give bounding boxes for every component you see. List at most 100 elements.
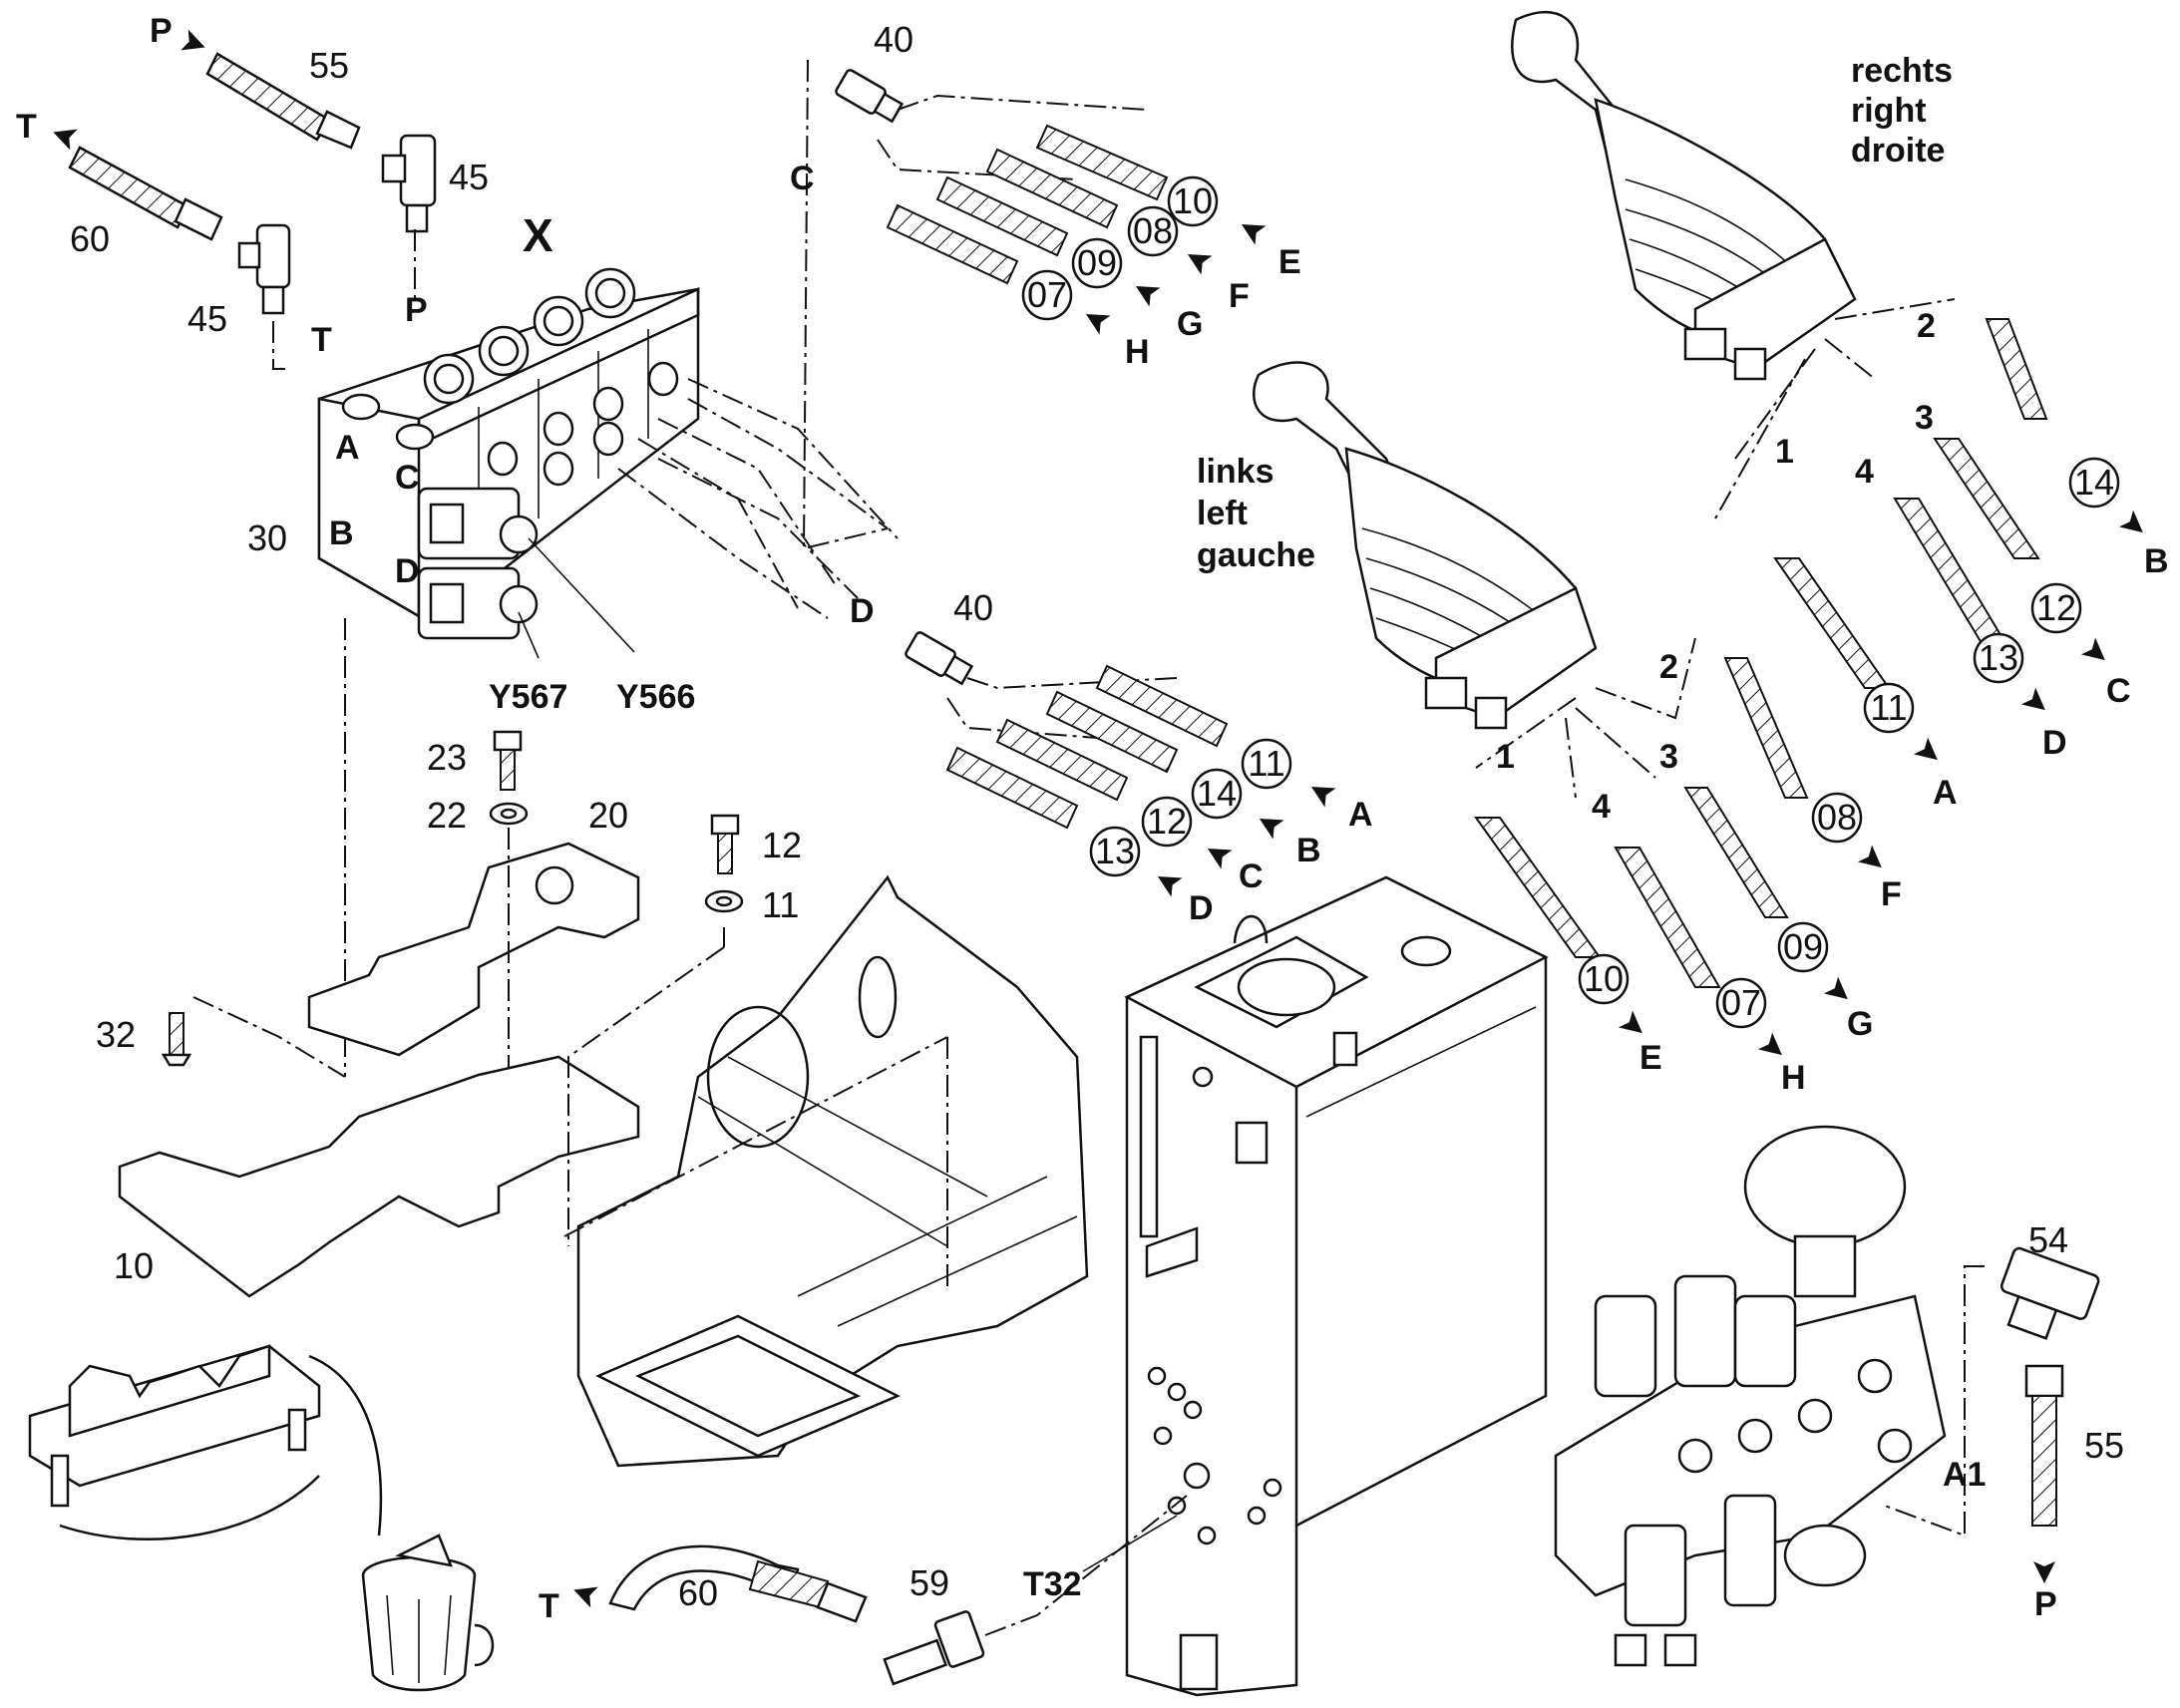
fitting-59 xyxy=(883,1610,985,1686)
label-45-b: 45 xyxy=(187,298,227,339)
label-P-top: P xyxy=(150,12,173,50)
label-11: 11 xyxy=(762,884,799,925)
svg-text:H: H xyxy=(1125,333,1150,371)
arrow-icon xyxy=(1913,737,1945,769)
label-T-top: T xyxy=(16,108,37,146)
svg-text:14: 14 xyxy=(2074,462,2114,503)
circled-number-icon xyxy=(1811,792,1863,844)
svg-text:13: 13 xyxy=(1979,637,2018,678)
arrow-icon xyxy=(1305,777,1336,808)
svg-text:E: E xyxy=(1639,1039,1662,1077)
label-D-port: D xyxy=(395,552,420,590)
circled-number-icon xyxy=(1777,921,1829,973)
svg-text:12: 12 xyxy=(1147,801,1187,842)
svg-text:07: 07 xyxy=(1027,274,1067,315)
svg-text:11: 11 xyxy=(1248,743,1284,784)
label-10: 10 xyxy=(114,1245,154,1286)
label-T-valve: T xyxy=(311,321,332,359)
svg-text:D: D xyxy=(1189,889,1214,927)
svg-text:right: right xyxy=(1851,92,1927,130)
label-C-line: C xyxy=(790,160,815,197)
svg-text:11: 11 xyxy=(1870,687,1907,728)
hydraulic-tank: T32 xyxy=(1023,875,1549,1697)
svg-text:rechts: rechts xyxy=(1851,52,1953,90)
circled-number-icon xyxy=(1863,682,1915,734)
label-T32: T32 xyxy=(1023,1565,1082,1603)
label-54: 54 xyxy=(2028,1219,2068,1260)
label-A1: A1 xyxy=(1943,1456,1986,1494)
arrow-icon xyxy=(1152,866,1183,897)
svg-text:C: C xyxy=(2106,672,2131,710)
label-D-line: D xyxy=(850,592,875,630)
label-45-a: 45 xyxy=(449,157,489,197)
arrow-icon xyxy=(1618,1010,1649,1042)
svg-text:2: 2 xyxy=(1659,648,1678,686)
circled-number-icon xyxy=(1141,796,1193,848)
joystick-right: rechts right droite 2 3 1 4 14 12 13 11 xyxy=(1511,10,2169,812)
label-12: 12 xyxy=(762,825,802,865)
label-32: 32 xyxy=(96,1014,136,1055)
circled-number-icon xyxy=(1973,632,2024,684)
label-Y566: Y566 xyxy=(616,678,695,716)
label-60-top: 60 xyxy=(70,218,110,259)
svg-text:08: 08 xyxy=(1817,797,1857,838)
label-55-top: 55 xyxy=(309,45,349,86)
arrow-icon xyxy=(2080,637,2112,669)
arrow-icon xyxy=(181,29,209,58)
svg-text:droite: droite xyxy=(1851,132,1945,170)
hose-55-top: P 55 xyxy=(150,12,361,150)
svg-text:14: 14 xyxy=(1197,773,1237,814)
svg-text:E: E xyxy=(1278,243,1301,281)
svg-text:07: 07 xyxy=(1721,982,1761,1023)
fitting-45-a: 45 xyxy=(381,134,489,233)
svg-text:H: H xyxy=(1781,1059,1806,1097)
arrow-icon xyxy=(2020,687,2052,719)
circled-number-icon xyxy=(1071,237,1123,289)
routing-lines-valve xyxy=(344,59,899,1077)
arrow-icon xyxy=(2033,1561,2055,1583)
fitting-45-b: 45 xyxy=(187,223,291,339)
arrow-icon xyxy=(2118,510,2150,541)
label-23: 23 xyxy=(427,737,467,778)
svg-text:08: 08 xyxy=(1133,210,1173,251)
svg-text:links: links xyxy=(1197,453,1273,491)
svg-text:09: 09 xyxy=(1077,242,1117,283)
arrow-icon xyxy=(1080,304,1111,335)
svg-text:4: 4 xyxy=(1592,788,1611,826)
arrow-icon xyxy=(49,122,78,151)
cab-frame xyxy=(563,874,1089,1468)
label-40-mid: 40 xyxy=(953,587,993,628)
svg-text:1: 1 xyxy=(1775,433,1794,471)
hose-group-mid: D 40 11 14 12 13 A B C D xyxy=(850,587,1373,927)
svg-text:3: 3 xyxy=(1915,399,1934,437)
label-P-bottom: P xyxy=(2034,1585,2057,1623)
svg-text:B: B xyxy=(2144,542,2169,580)
arrow-icon xyxy=(1236,214,1267,245)
label-59: 59 xyxy=(909,1562,949,1603)
arrow-icon xyxy=(1857,845,1889,876)
svg-text:12: 12 xyxy=(2036,587,2076,628)
arrow-icon xyxy=(1182,244,1213,275)
label-60-bottom: 60 xyxy=(678,1572,718,1613)
label-C-port: C xyxy=(395,459,420,497)
arrow-icon xyxy=(1823,976,1855,1008)
bolt-23 xyxy=(493,730,523,791)
circled-number-icon xyxy=(1167,175,1219,227)
svg-text:C: C xyxy=(1239,857,1264,895)
svg-text:G: G xyxy=(1847,1005,1873,1043)
hose-60-bottom: T 60 59 xyxy=(539,1495,1188,1686)
svg-text:B: B xyxy=(1296,832,1321,869)
label-20: 20 xyxy=(588,795,628,836)
label-40-top: 40 xyxy=(874,19,913,60)
fitting-54-and-hose-55: 54 55 P A1 xyxy=(1884,1219,2124,1623)
arrow-icon xyxy=(569,1579,598,1608)
label-P-valve: P xyxy=(405,291,428,329)
svg-text:1: 1 xyxy=(1496,738,1515,776)
circled-number-icon xyxy=(1715,977,1767,1029)
svg-text:D: D xyxy=(2042,724,2067,762)
svg-text:left: left xyxy=(1197,495,1248,532)
label-A-port: A xyxy=(335,429,360,467)
label-T-bottom: T xyxy=(539,1587,559,1625)
svg-text:3: 3 xyxy=(1659,738,1678,776)
